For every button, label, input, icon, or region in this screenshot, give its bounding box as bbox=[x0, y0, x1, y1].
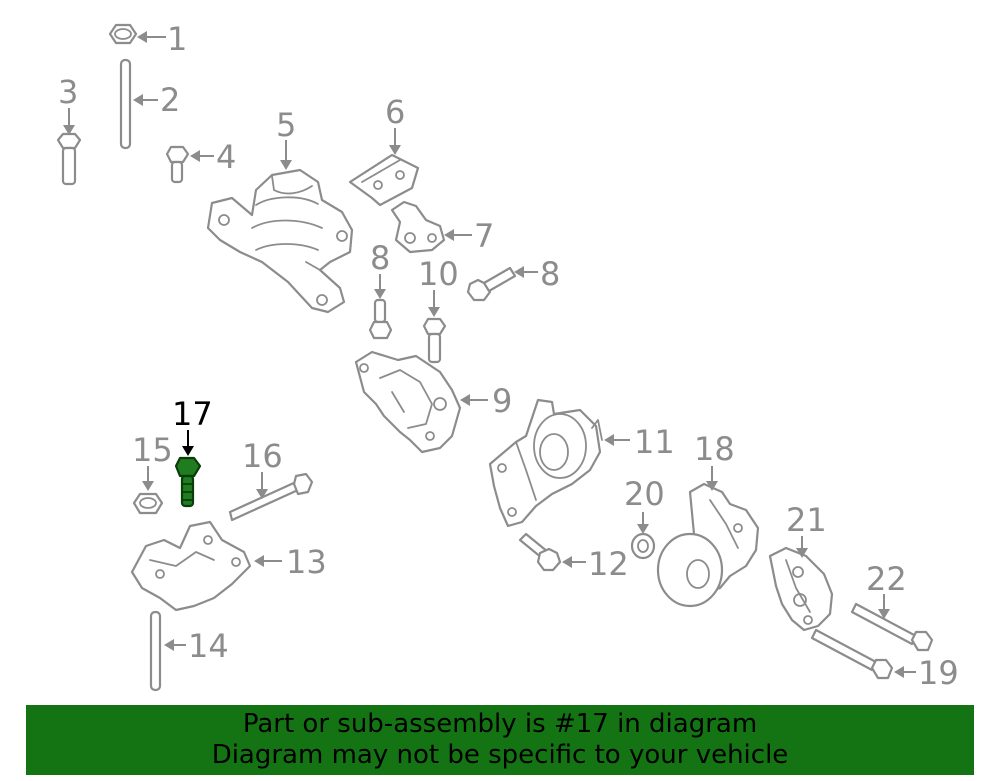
callout-7: 1 bbox=[167, 20, 187, 58]
part-22-bolt[interactable] bbox=[850, 602, 934, 652]
banner-line-2: Diagram may not be specific to your vehi… bbox=[211, 740, 789, 770]
part-2-bolt[interactable] bbox=[56, 132, 82, 186]
part-7-nut[interactable] bbox=[108, 23, 138, 45]
part-3-bracket[interactable] bbox=[390, 200, 446, 254]
part-5-bolt[interactable] bbox=[466, 266, 517, 302]
part-14-stud[interactable] bbox=[149, 610, 162, 692]
callout-18: 18 bbox=[694, 430, 735, 468]
callout-11: 11 bbox=[634, 423, 675, 461]
banner-line-1: Part or sub-assembly is #17 in diagram bbox=[242, 709, 758, 739]
part-10-bolt[interactable] bbox=[422, 317, 447, 364]
callout-8b: 8 bbox=[370, 239, 390, 277]
callout-12: 12 bbox=[588, 545, 629, 583]
callout-14: 14 bbox=[188, 627, 229, 665]
callout-2: 3 bbox=[58, 73, 78, 111]
part-9-bracket[interactable] bbox=[354, 350, 462, 454]
leader-lines bbox=[63, 31, 916, 678]
part-12-bolt[interactable] bbox=[518, 532, 562, 572]
callout-20: 20 bbox=[624, 475, 665, 513]
callout-8: 4 bbox=[216, 138, 236, 176]
part-8-bolt-upper[interactable] bbox=[165, 145, 190, 184]
part-17-bolt[interactable] bbox=[174, 456, 202, 508]
callout-16: 16 bbox=[242, 437, 283, 475]
info-banner: Part or sub-assembly is #17 in diagram D… bbox=[26, 705, 974, 775]
callout-10: 10 bbox=[418, 255, 459, 293]
part-1-engine-mount[interactable] bbox=[206, 168, 354, 314]
part-13-bracket[interactable] bbox=[130, 520, 252, 612]
callout-15: 15 bbox=[132, 431, 173, 469]
part-18-mount[interactable] bbox=[656, 482, 760, 608]
part-8-bolt-middle[interactable] bbox=[368, 298, 393, 340]
callout-5: 8 bbox=[540, 255, 560, 293]
part-20-bushing[interactable] bbox=[630, 532, 656, 560]
part-19-bolt[interactable] bbox=[810, 628, 894, 680]
part-16-bolt[interactable] bbox=[228, 472, 314, 522]
callout-19: 19 bbox=[918, 654, 959, 692]
callout-22: 22 bbox=[866, 560, 907, 598]
part-6-stud[interactable] bbox=[119, 58, 132, 150]
callout-3: 7 bbox=[474, 217, 494, 255]
parts-diagram: 1 2 3 4 5 6 7 8 8 9 10 11 12 13 14 15 16… bbox=[56, 20, 959, 692]
callout-9: 9 bbox=[492, 382, 512, 420]
part-21-bracket[interactable] bbox=[768, 546, 834, 632]
callout-1: 5 bbox=[276, 106, 296, 144]
callout-4: 6 bbox=[385, 93, 405, 131]
part-15-nut[interactable] bbox=[132, 492, 164, 515]
part-4-bracket[interactable] bbox=[348, 153, 420, 207]
callout-21: 21 bbox=[786, 501, 827, 539]
part-11-trans-mount[interactable] bbox=[488, 398, 603, 528]
callout-numbers: 1 2 3 4 5 6 7 8 8 9 10 11 12 13 14 15 16… bbox=[58, 20, 959, 692]
callout-17: 17 bbox=[172, 395, 213, 433]
callout-13: 13 bbox=[286, 543, 327, 581]
callout-6: 2 bbox=[160, 81, 180, 119]
